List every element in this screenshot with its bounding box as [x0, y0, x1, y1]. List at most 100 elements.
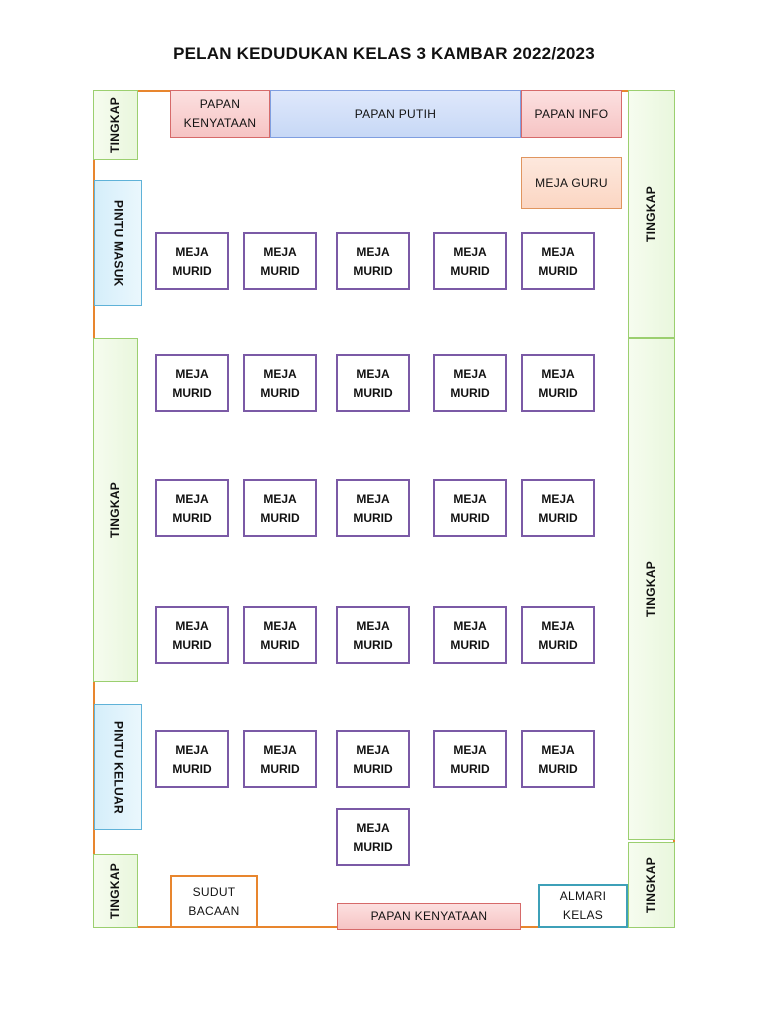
student-desk: MEJA MURID: [336, 730, 410, 788]
window-right-middle: TINGKAP: [628, 338, 675, 840]
window-right-top: TINGKAP: [628, 90, 675, 338]
student-desk: MEJA MURID: [243, 479, 317, 537]
student-desk-line2: MURID: [260, 264, 300, 278]
student-desk-line1: MEJA: [541, 619, 575, 633]
student-desk-line2: MURID: [172, 386, 212, 400]
student-desk-line1: MEJA: [356, 619, 390, 633]
student-desk-line2: MURID: [353, 638, 393, 652]
student-desk: MEJA MURID: [433, 354, 507, 412]
student-desk-line1: MEJA: [175, 492, 209, 506]
student-desk-line1: MEJA: [356, 743, 390, 757]
student-desk-line2: MURID: [260, 386, 300, 400]
window-left: TINGKAP: [93, 338, 138, 682]
student-desk-line2: MURID: [260, 511, 300, 525]
student-desk: MEJA MURID: [433, 606, 507, 664]
notice-board-top-line2: KENYATAAN: [183, 116, 257, 130]
student-desk-line1: MEJA: [453, 743, 487, 757]
student-desk-line2: MURID: [353, 511, 393, 525]
student-desk-line2: MURID: [538, 638, 578, 652]
student-desk-line1: MEJA: [453, 492, 487, 506]
student-desk-line1: MEJA: [175, 367, 209, 381]
student-desk-line1: MEJA: [175, 619, 209, 633]
student-desk: MEJA MURID: [155, 606, 229, 664]
class-cabinet-line2: KELAS: [562, 908, 604, 922]
student-desk-line2: MURID: [450, 264, 490, 278]
student-desk-line2: MURID: [260, 762, 300, 776]
student-desk-line1: MEJA: [356, 492, 390, 506]
student-desk-line1: MEJA: [175, 743, 209, 757]
student-desk-line2: MURID: [538, 386, 578, 400]
student-desk: MEJA MURID: [243, 232, 317, 290]
student-desk: MEJA MURID: [521, 730, 595, 788]
student-desk-line2: MURID: [538, 762, 578, 776]
reading-corner-line2: BACAAN: [188, 903, 240, 918]
student-desk-line2: MURID: [260, 638, 300, 652]
student-desk: MEJA MURID: [336, 808, 410, 866]
student-desk-line2: MURID: [538, 511, 578, 525]
student-desk-line2: MURID: [172, 511, 212, 525]
student-desk-line2: MURID: [450, 638, 490, 652]
student-desk: MEJA MURID: [521, 606, 595, 664]
student-desk: MEJA MURID: [336, 606, 410, 664]
reading-corner: SUDUT BACAAN: [170, 875, 258, 928]
student-desk-line1: MEJA: [541, 492, 575, 506]
student-desk-line1: MEJA: [263, 245, 297, 259]
student-desk: MEJA MURID: [336, 479, 410, 537]
student-desk: MEJA MURID: [155, 730, 229, 788]
reading-corner-line1: SUDUT: [192, 884, 236, 899]
student-desk-line1: MEJA: [541, 743, 575, 757]
student-desk: MEJA MURID: [433, 730, 507, 788]
student-desk-line2: MURID: [450, 511, 490, 525]
student-desk-line1: MEJA: [541, 245, 575, 259]
student-desk-line1: MEJA: [263, 619, 297, 633]
student-desk: MEJA MURID: [243, 606, 317, 664]
student-desk-line2: MURID: [172, 264, 212, 278]
student-desk-line2: MURID: [353, 762, 393, 776]
student-desk-line1: MEJA: [175, 245, 209, 259]
class-cabinet: ALMARI KELAS: [538, 884, 628, 928]
window-top-left: TINGKAP: [93, 90, 138, 160]
exit-door: PINTU KELUAR: [94, 704, 142, 830]
student-desk-line1: MEJA: [356, 245, 390, 259]
window-bottom-left: TINGKAP: [93, 854, 138, 928]
student-desk-line1: MEJA: [453, 367, 487, 381]
student-desk: MEJA MURID: [433, 479, 507, 537]
student-desk: MEJA MURID: [521, 479, 595, 537]
student-desk-line2: MURID: [172, 762, 212, 776]
student-desk: MEJA MURID: [243, 730, 317, 788]
entrance-door: PINTU MASUK: [94, 180, 142, 306]
notice-board-top: PAPAN KENYATAAN: [170, 90, 270, 138]
page-title: PELAN KEDUDUKAN KELAS 3 KAMBAR 2022/2023: [173, 44, 595, 63]
window-right-bottom: TINGKAP: [628, 842, 675, 928]
student-desk-line2: MURID: [172, 638, 212, 652]
info-board: PAPAN INFO: [521, 90, 622, 138]
student-desk: MEJA MURID: [521, 232, 595, 290]
student-desk-line2: MURID: [353, 264, 393, 278]
student-desk-line2: MURID: [450, 386, 490, 400]
student-desk-line2: MURID: [450, 762, 490, 776]
student-desk: MEJA MURID: [155, 354, 229, 412]
student-desk-line1: MEJA: [453, 245, 487, 259]
notice-board-top-line1: PAPAN: [199, 97, 241, 112]
teacher-desk: MEJA GURU: [521, 157, 622, 209]
student-desk-line1: MEJA: [263, 743, 297, 757]
class-cabinet-line1: ALMARI: [559, 889, 607, 904]
student-desk: MEJA MURID: [155, 232, 229, 290]
student-desk-line2: MURID: [538, 264, 578, 278]
student-desk-line2: MURID: [353, 840, 393, 854]
student-desk-line1: MEJA: [263, 492, 297, 506]
student-desk-line1: MEJA: [541, 367, 575, 381]
student-desk-line1: MEJA: [453, 619, 487, 633]
student-desk-line1: MEJA: [356, 821, 390, 835]
student-desk: MEJA MURID: [243, 354, 317, 412]
student-desk: MEJA MURID: [336, 354, 410, 412]
student-desk: MEJA MURID: [433, 232, 507, 290]
student-desk-line2: MURID: [353, 386, 393, 400]
student-desk: MEJA MURID: [521, 354, 595, 412]
notice-board-bottom: PAPAN KENYATAAN: [337, 903, 521, 930]
student-desk: MEJA MURID: [155, 479, 229, 537]
student-desk-line1: MEJA: [263, 367, 297, 381]
student-desk: MEJA MURID: [336, 232, 410, 290]
whiteboard: PAPAN PUTIH: [270, 90, 521, 138]
student-desk-line1: MEJA: [356, 367, 390, 381]
